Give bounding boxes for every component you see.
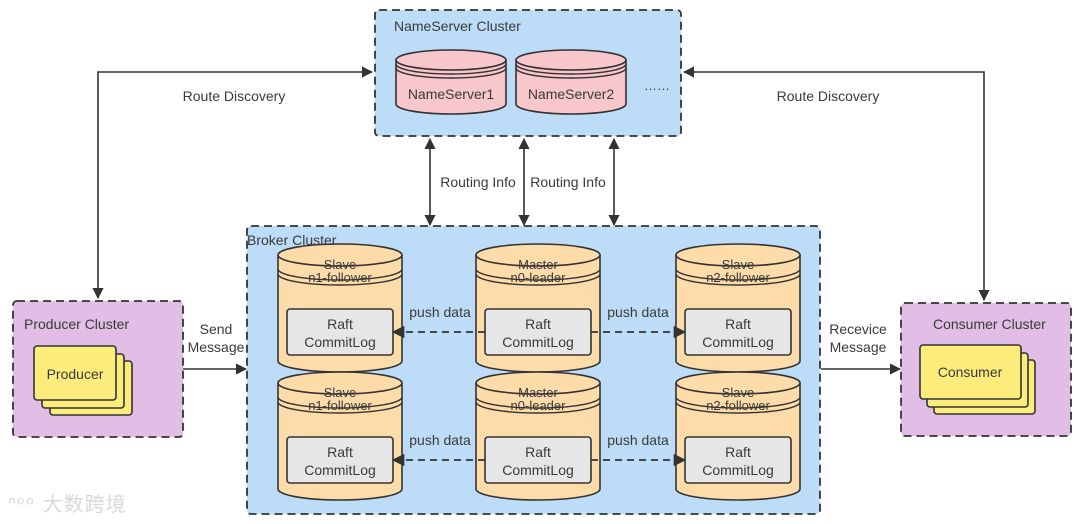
watermark-icon: ᐢᵒᵒ <box>8 492 36 516</box>
push-data-label: push data <box>409 432 471 448</box>
watermark-text: 大数跨境 <box>42 492 127 516</box>
broker-node-id-label: n2-follower <box>706 270 770 285</box>
receive-message-label-line2: Message <box>830 339 887 355</box>
broker-cluster: Broker Cluster Slaven1-followerRaftCommi… <box>246 225 821 515</box>
push-data-label: push data <box>607 432 669 448</box>
watermark-logo: ᐢᵒᵒ 大数跨境 <box>8 488 127 517</box>
routing-info-label-2: Routing Info <box>530 174 606 190</box>
nameserver-2: NameServer2 <box>515 49 627 115</box>
broker-node-id-label: n1-follower <box>308 270 372 285</box>
broker-role-label: Master <box>518 385 558 400</box>
push-data-label: push data <box>607 304 669 320</box>
route-discovery-left-label: Route Discovery <box>183 88 286 104</box>
route-discovery-right-edge <box>682 66 990 302</box>
nameserver-cluster-label: NameServer Cluster <box>394 18 521 34</box>
broker-role-label: Master <box>518 257 558 272</box>
consumer-cluster-label: Consumer Cluster <box>933 316 1046 332</box>
consumer-cluster: Consumer Cluster Consumer <box>900 302 1072 437</box>
broker-node-id-label: n1-follower <box>308 398 372 413</box>
commitlog-label-line1: Raft <box>327 316 353 332</box>
broker-group: Slaven1-followerRaftCommitLogMastern0-le… <box>277 371 801 501</box>
push-data-label: push data <box>409 304 471 320</box>
broker-node-id-label: n2-follower <box>706 398 770 413</box>
commitlog-label-line2: CommitLog <box>502 462 574 478</box>
route-discovery-left-edge <box>92 66 374 300</box>
commitlog-label-line1: Raft <box>327 444 353 460</box>
routing-info-label-1: Routing Info <box>440 174 516 190</box>
producer-cluster-label: Producer Cluster <box>24 316 129 332</box>
commitlog-label-line1: Raft <box>725 444 751 460</box>
nameserver-1: NameServer1 <box>395 49 507 115</box>
broker-cluster-label: Broker Cluster <box>247 232 337 248</box>
commitlog-label-line2: CommitLog <box>502 334 574 350</box>
route-discovery-right-label: Route Discovery <box>777 88 880 104</box>
nameserver-ellipsis: …… <box>644 78 670 93</box>
send-message-label-line1: Send <box>200 321 233 337</box>
nameserver-2-label: NameServer2 <box>528 86 615 102</box>
nameserver-1-label: NameServer1 <box>408 86 495 102</box>
broker-node-id-label: n0-leader <box>511 270 567 285</box>
broker-group: Slaven1-followerRaftCommitLogMastern0-le… <box>277 243 801 373</box>
producer-node <box>33 345 117 401</box>
producer-label: Producer <box>47 366 104 382</box>
broker-role-label: Slave <box>722 257 755 272</box>
commitlog-label-line1: Raft <box>525 444 551 460</box>
commitlog-label-line1: Raft <box>525 316 551 332</box>
send-message-label-line2: Message <box>188 339 245 355</box>
commitlog-label-line2: CommitLog <box>702 334 774 350</box>
commitlog-label-line2: CommitLog <box>304 462 376 478</box>
commitlog-label-line2: CommitLog <box>702 462 774 478</box>
consumer-node <box>919 344 1022 400</box>
commitlog-label-line1: Raft <box>725 316 751 332</box>
receive-message-label-line1: Recevice <box>829 321 887 337</box>
commitlog-label-line2: CommitLog <box>304 334 376 350</box>
broker-role-label: Slave <box>722 385 755 400</box>
producer-cluster: Producer Cluster Producer <box>12 300 184 438</box>
consumer-label: Consumer <box>938 364 1003 380</box>
broker-role-label: Slave <box>324 385 357 400</box>
nameserver-cluster: NameServer Cluster NameServer1 NameServe… <box>374 9 682 137</box>
broker-node-id-label: n0-leader <box>511 398 567 413</box>
broker-role-label: Slave <box>324 257 357 272</box>
